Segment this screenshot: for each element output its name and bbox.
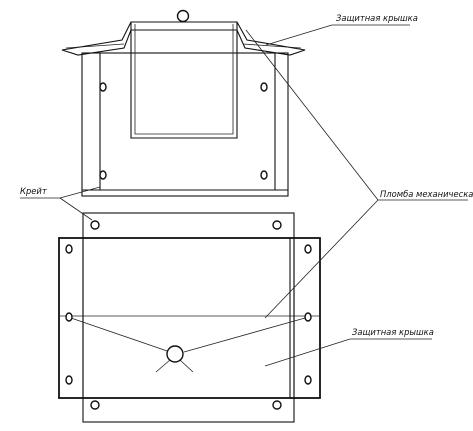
label-seal: Пломба механическая — [380, 189, 473, 199]
wire-tail-right — [179, 359, 194, 373]
label-crate: Крейт — [20, 186, 48, 196]
label-cover-bottom: Защитная крышка — [352, 327, 434, 337]
cover-window-inner — [134, 24, 234, 135]
wire-left — [70, 317, 171, 353]
hole-b-4 — [304, 244, 312, 254]
bottom-assembly — [58, 212, 321, 423]
hole-b-1 — [90, 220, 100, 230]
leader-crate-1 — [59, 186, 101, 199]
cover-flange-left — [65, 43, 125, 49]
hole-b-6 — [304, 312, 312, 322]
hole-b-2 — [272, 220, 282, 230]
protective-cover-top — [61, 21, 306, 56]
hole-b-8 — [304, 375, 312, 385]
leader-cover-top — [265, 24, 333, 46]
hole-top-3 — [99, 170, 107, 180]
leader-seal-top — [245, 29, 379, 201]
hole-b-10 — [272, 400, 282, 410]
hole-b-3 — [65, 244, 73, 254]
hole-b-9 — [90, 400, 100, 410]
wire-right — [183, 317, 306, 353]
crate-body-bottom — [82, 212, 295, 423]
leader-lines — [20, 24, 468, 367]
crate-plate — [58, 237, 321, 399]
hole-top-1 — [99, 82, 107, 92]
hole-b-5 — [65, 312, 73, 322]
top-assembly — [61, 9, 306, 197]
cover-window — [130, 22, 238, 139]
hole-b-7 — [65, 375, 73, 385]
seal-center — [166, 345, 184, 363]
cover-flange-right — [242, 43, 302, 49]
crate-body-top — [81, 52, 289, 197]
hole-top-4 — [260, 170, 268, 180]
leader-cover-bottom — [264, 338, 351, 367]
hole-top-2 — [260, 82, 268, 92]
leader-seal-bottom — [264, 199, 379, 319]
leader-crate-2 — [59, 197, 93, 221]
wire-tail-left — [155, 359, 171, 373]
seal-top — [176, 9, 190, 23]
label-cover-top: Защитная крышка — [336, 13, 418, 23]
